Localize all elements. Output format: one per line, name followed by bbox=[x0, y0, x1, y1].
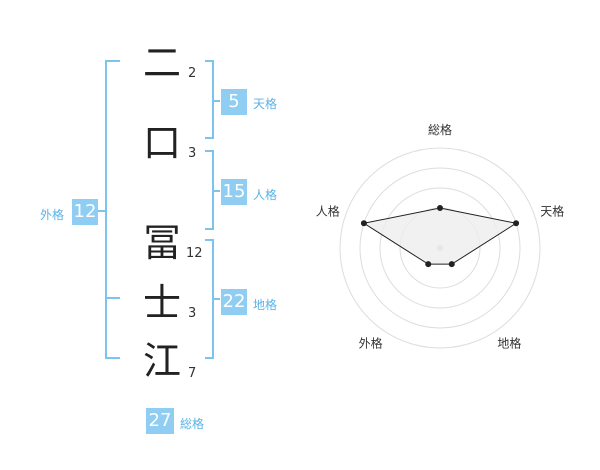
tenkaku-bracket bbox=[205, 60, 214, 139]
radar-ring-2 bbox=[379, 187, 501, 309]
radar-ring-4 bbox=[339, 147, 541, 349]
stroke-count-3: 12 bbox=[186, 246, 203, 261]
name-char-4: 士 bbox=[142, 281, 181, 325]
radar-area bbox=[362, 207, 518, 265]
soukaku-label: 総格 bbox=[180, 417, 205, 431]
name-char-3: 冨 bbox=[142, 221, 181, 265]
radar-axis-label-5: 人格 bbox=[316, 204, 340, 219]
radar-axis-label-4: 外格 bbox=[359, 335, 383, 350]
name-char-1: 二 bbox=[142, 41, 181, 85]
stroke-count-5: 7 bbox=[188, 366, 197, 381]
jinkaku-label: 人格 bbox=[253, 188, 278, 202]
chikaku-value: 22 bbox=[221, 289, 247, 315]
radar-axis-label-2: 天格 bbox=[540, 204, 564, 219]
name-char-5: 江 bbox=[142, 339, 181, 383]
name-char-2: 口 bbox=[142, 121, 181, 165]
gaikaku-value: 12 bbox=[72, 199, 98, 225]
soukaku-value: 27 bbox=[146, 408, 174, 434]
stroke-count-4: 3 bbox=[188, 306, 197, 321]
chikaku-label: 地格 bbox=[253, 298, 278, 312]
gaikaku-label: 外格 bbox=[40, 208, 65, 222]
radar-point-5 bbox=[360, 220, 367, 227]
radar-point-3 bbox=[448, 261, 455, 268]
jinkaku-value: 15 bbox=[221, 179, 247, 205]
tenkaku-value: 5 bbox=[221, 89, 247, 115]
stroke-count-2: 3 bbox=[188, 146, 197, 161]
radar-ring-3 bbox=[359, 167, 521, 329]
radar-point-2 bbox=[513, 220, 520, 227]
stroke-count-1: 2 bbox=[188, 66, 197, 81]
gaikaku-bracket bbox=[105, 60, 120, 359]
tenkaku-label: 天格 bbox=[253, 97, 278, 111]
radar-point-4 bbox=[425, 261, 432, 268]
radar-axis-label-1: 総格 bbox=[428, 122, 452, 137]
radar-axis-label-3: 地格 bbox=[497, 335, 521, 350]
radar-point-1 bbox=[437, 205, 443, 211]
